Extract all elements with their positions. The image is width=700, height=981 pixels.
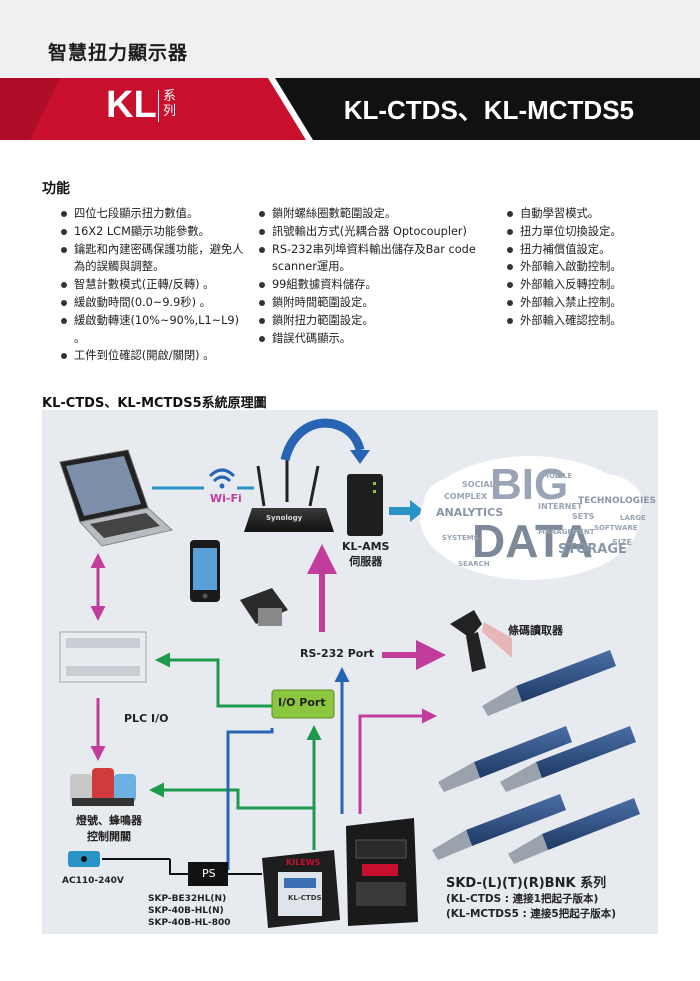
feature-item: RS-232串列埠資料輸出儲存及Bar code scanner運用。 [258,241,498,277]
feature-item: 外部輸入反轉控制。 [506,276,676,294]
screwdriver-icon [500,726,636,792]
feature-item: 自動學習模式。 [506,205,676,223]
feature-item: 鎖附時間範圍設定。 [258,294,498,312]
io-port-label: I/O Port [278,696,326,709]
features-title: 功能 [42,181,70,197]
cloud-word: INTERNET [538,502,583,511]
feature-item: 外部輸入啟動控制。 [506,258,676,276]
cloud-word: SOFTWARE [594,524,638,532]
device-model: KL-CTDS [288,894,322,902]
cloud-word: ANALYTICS [436,506,504,519]
screwdriver-notes: (KL-CTDS : 連接1把起子版本) (KL-MCTDS5 : 連接5把起子… [446,893,616,920]
feature-item: 緩啟動轉速(10%~90%,L1~L9) 。 [60,312,250,348]
rs232-adapter-icon [240,588,288,626]
series-code: KL [106,84,157,126]
ps-label: PS [202,867,216,880]
feature-item: 16X2 LCM顯示功能參數。 [60,223,250,241]
model-title: KL-CTDS、KL-MCTDS5 [343,95,634,125]
feature-item: 緩啟動時間(0.0~9.9秒) 。 [60,294,250,312]
feature-item: 鑰匙和內建密碼保護功能，避免人為的誤觸與調整。 [60,241,250,277]
plc-icon [59,631,147,683]
cloud-word: SYSTEMS [442,534,479,542]
big-data-cloud [420,456,642,580]
cloud-word: SEARCH [458,560,490,568]
diagram-title: KL-CTDS、KL-MCTDS5系統原理圖 [42,396,267,411]
wifi-icon [208,468,236,489]
cloud-word: STORAGE [558,542,627,557]
server-label: KL-AMS 伺服器 [342,540,390,568]
ps-models: SKP-BE32HL(N) SKP-40B-HL(N) SKP-40B-HL-8… [148,894,231,928]
feature-item: 錯誤代碼顯示。 [258,330,498,348]
cloud-word: MOBILE [542,472,573,480]
feature-item: 外部輸入確認控制。 [506,312,676,330]
server-icon [347,474,383,536]
features-column-2: 鎖附螺絲圈數範圍設定。 訊號輸出方式(光耦合器 Optocoupler) RS-… [258,205,498,347]
cloud-data: DATA [472,515,593,567]
feature-item: 99組數據資料儲存。 [258,276,498,294]
screwdriver-series: SKD-(L)(T)(R)BNK 系列 [446,876,607,891]
feature-item: 外部輸入禁止控制。 [506,294,676,312]
feature-item: 智慧計數模式(正轉/反轉) 。 [60,276,250,294]
smartphone-icon [190,540,220,602]
router-brand: Synology [266,514,303,522]
wifi-label: Wi-Fi [210,492,242,505]
cloud-word: COMPLEX [444,492,488,501]
kl-ctds-device [262,850,340,928]
cloud-word: LARGE [620,514,646,522]
barcode-scanner-icon [450,610,512,672]
ac-label: AC110-240V [62,876,124,886]
system-diagram: Wi-Fi Synology KL-AMS 伺服器 BIG DATA ANALY… [42,410,658,934]
feature-item: 訊號輸出方式(光耦合器 Optocoupler) [258,223,498,241]
device-brand: KILEWS [286,858,321,867]
page-title: 智慧扭力顯示器 [48,42,189,64]
series-divider [158,90,159,122]
cloud-word: SIZE [612,538,633,547]
feature-item: 四位七段顯示扭力數值。 [60,205,250,223]
screwdriver-icon [438,726,572,792]
screwdriver-icon [482,650,616,716]
cloud-word: TECHNOLOGIES [578,496,657,506]
io-port-box [271,689,335,719]
feature-item: 鎖附扭力範圍設定。 [258,312,498,330]
power-supply-box [188,862,228,886]
plc-label: PLC I/O [124,712,169,725]
feature-item: 扭力單位切換設定。 [506,223,676,241]
features-column-3: 自動學習模式。 扭力單位切換設定。 扭力補償值設定。 外部輸入啟動控制。 外部輸… [506,205,676,330]
cloud-big: BIG [490,460,569,509]
barcode-reader-label: 條碼讀取器 [508,624,563,637]
laptop-icon [59,449,174,547]
features-column-1: 四位七段顯示扭力數值。 16X2 LCM顯示功能參數。 鑰匙和內建密碼保護功能，… [60,205,250,365]
signal-light-icon [70,768,136,806]
kl-mctds5-device [346,818,418,926]
cloud-word: SETS [572,512,595,521]
screwdriver-icon [508,798,640,864]
router-icon [244,460,334,532]
series-banner [0,78,700,140]
diagram-canvas [59,418,642,928]
cloud-word: MANAGEMENT [538,528,595,536]
feature-item: 扭力補償值設定。 [506,241,676,259]
screwdriver-icon [432,794,566,860]
header-band [0,0,700,78]
rs232-label: RS-232 Port [300,647,375,660]
feature-item: 鎖附螺絲圈數範圍設定。 [258,205,498,223]
lights-label: 燈號、蜂鳴器 控制開關 [76,814,142,843]
series-label: 系列 [163,89,177,119]
feature-item: 工件到位確認(開啟/關閉) 。 [60,347,250,365]
cloud-word: SOCIAL [462,480,495,489]
